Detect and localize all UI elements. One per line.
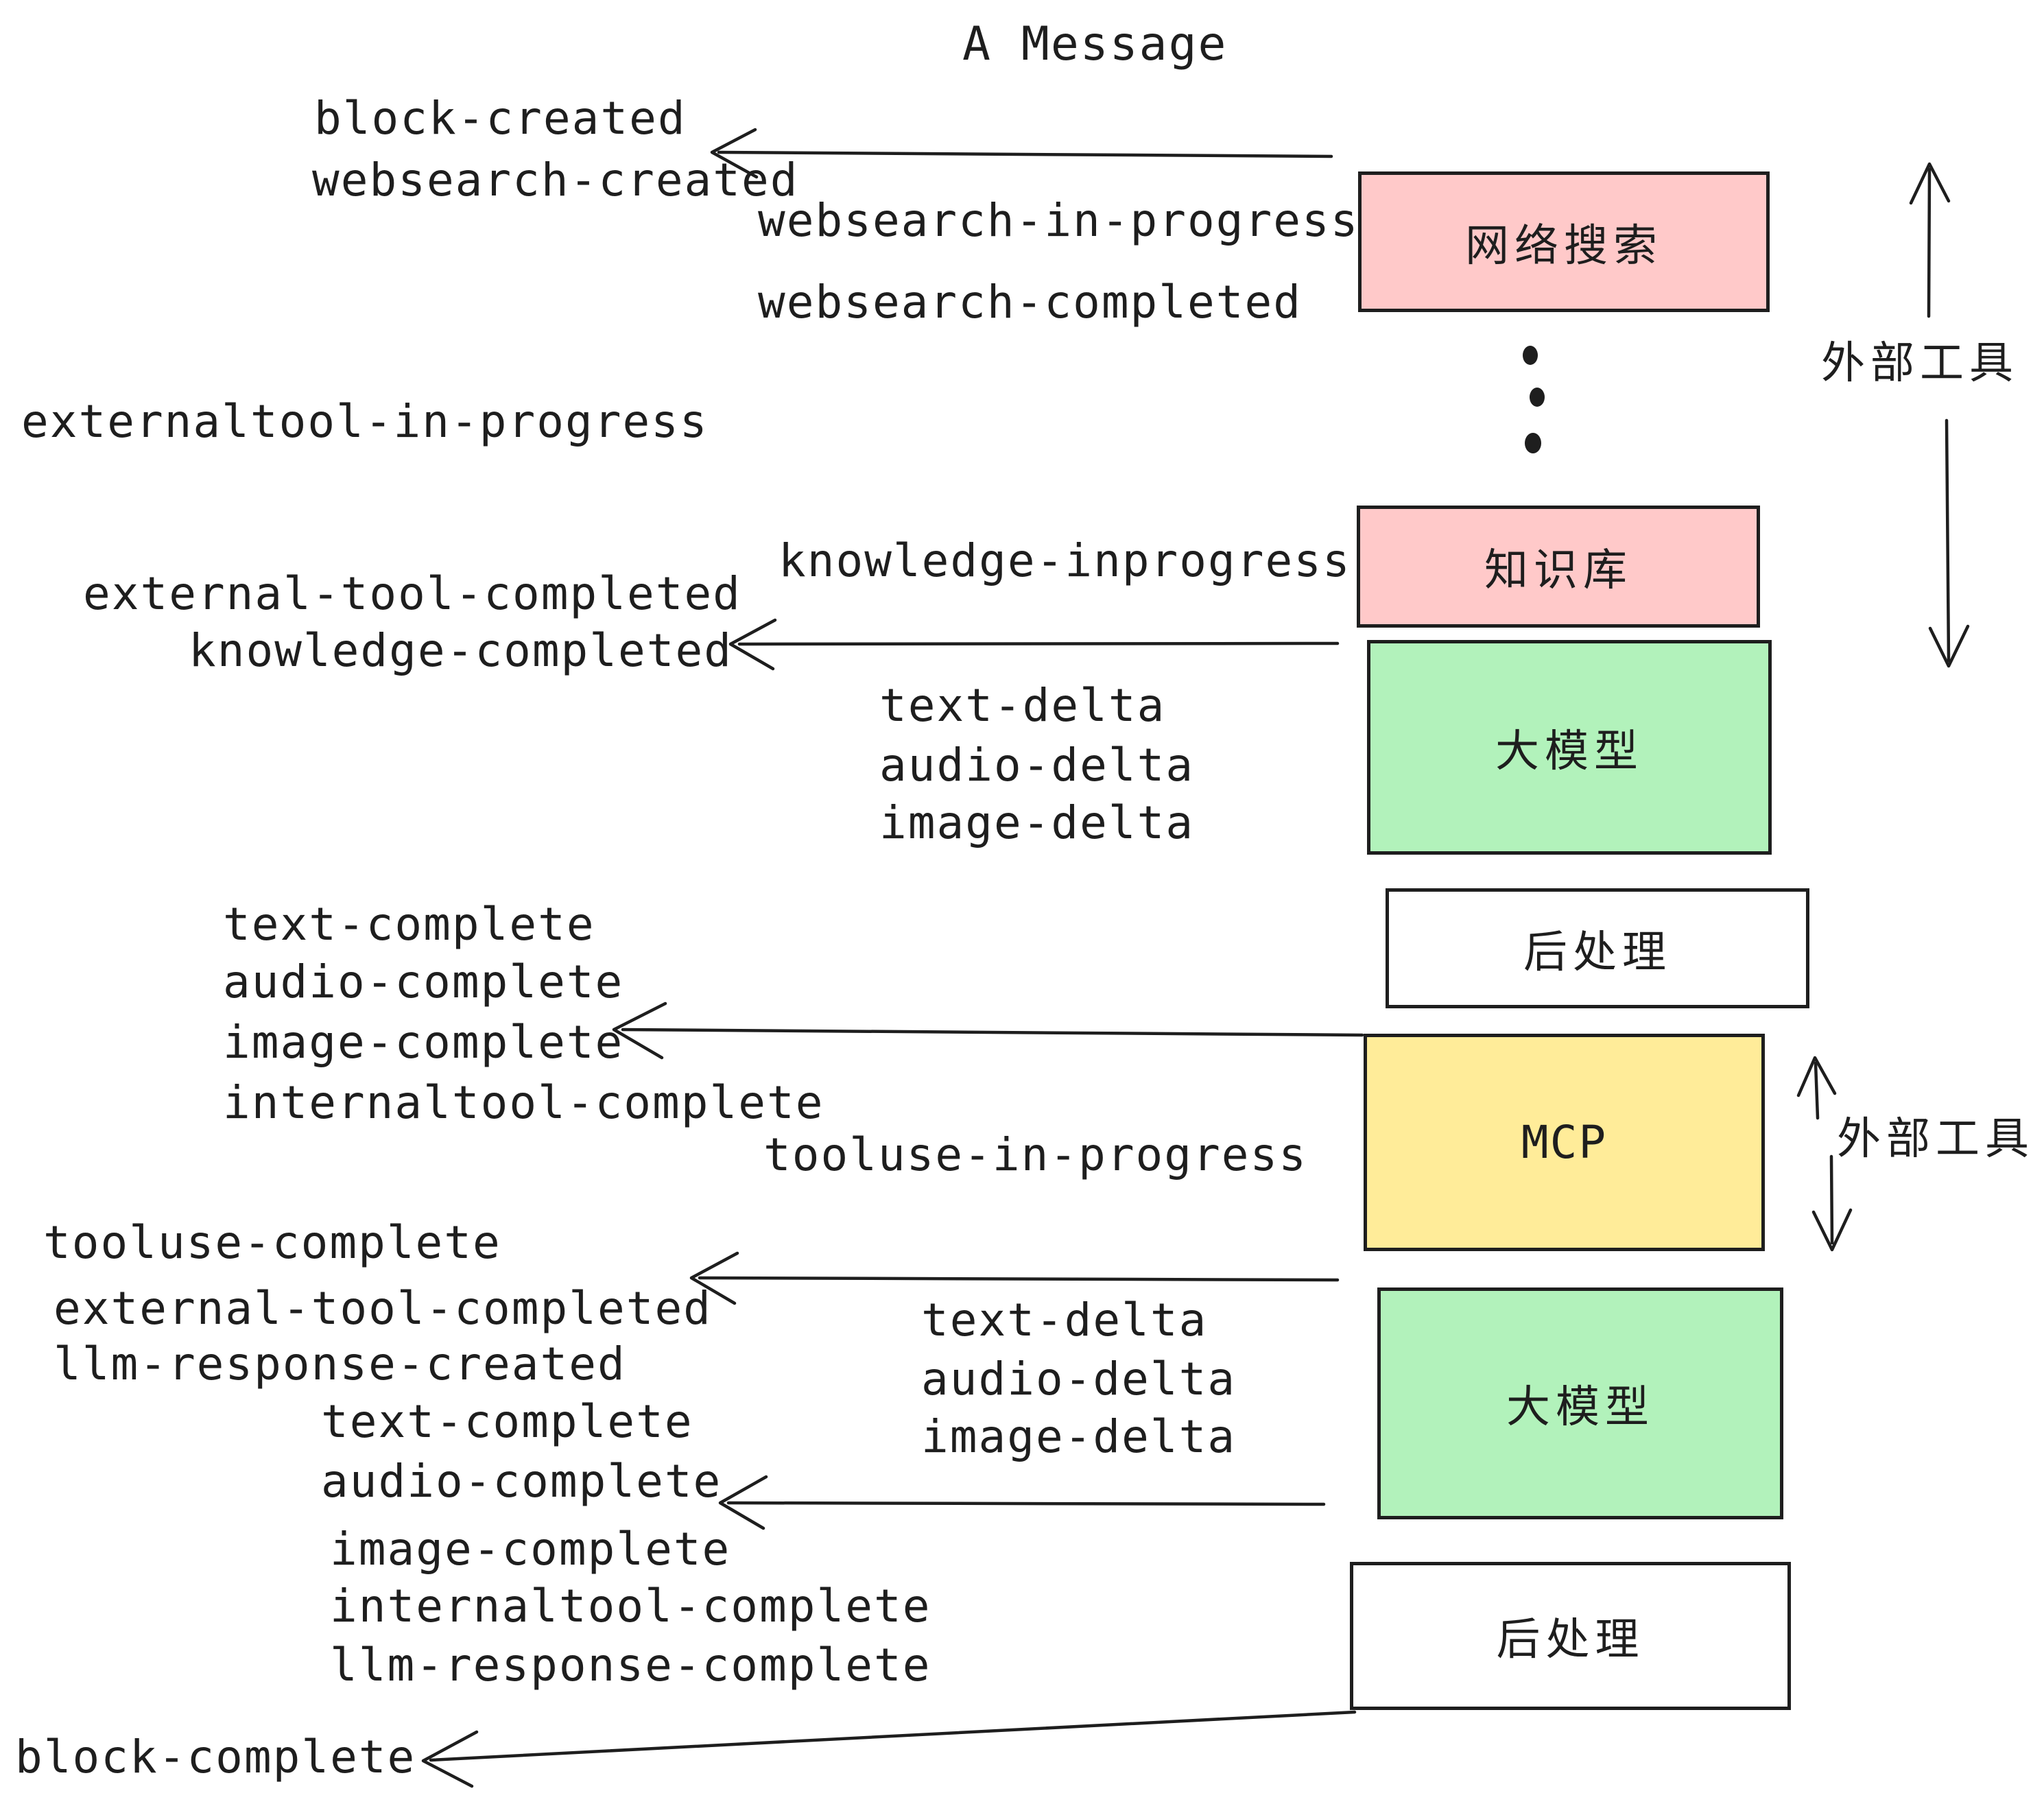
event-image-complete-2: image-complete [330,1523,731,1576]
node-mcp-label: MCP [1521,1116,1608,1169]
node-llm-1-label: 大模型 [1495,726,1643,777]
event-block-created: block-created [314,92,687,145]
arrow-to-audio-complete [718,1475,1326,1530]
node-postprocess-1-label: 后处理 [1523,927,1672,978]
event-audio-complete-1: audio-complete [223,956,624,1008]
arrow-to-block-created [710,128,1333,179]
node-postprocess-2: 后处理 [1350,1562,1791,1710]
external-tools-up-arrow-1 [1909,162,1951,318]
event-external-tool-completed-2: external-tool-completed [54,1282,712,1335]
event-knowledge-inprogress: knowledge-inprogress [779,534,1351,587]
event-image-delta-1: image-delta [879,796,1195,849]
event-image-complete-1: image-complete [223,1016,624,1069]
node-knowledge-label: 知识库 [1484,545,1632,596]
event-internaltool-complete-2: internaltool-complete [330,1580,931,1633]
node-websearch: 网络搜索 [1358,171,1770,312]
diagram-title: A Message [962,17,1228,71]
event-block-complete: block-complete [15,1731,416,1783]
node-websearch-label: 网络搜索 [1465,220,1663,272]
ellipsis-dots [1523,346,1545,453]
external-tools-down-arrow-2 [1811,1154,1853,1252]
external-tools-label-top: 外部工具 [1821,338,2019,389]
event-audio-complete-2: audio-complete [321,1455,722,1508]
node-llm-2: 大模型 [1377,1287,1783,1519]
event-tooluse-complete: tooluse-complete [43,1216,501,1269]
external-tools-up-arrow-2 [1796,1056,1837,1120]
node-postprocess-1: 后处理 [1386,888,1809,1008]
external-tools-label-middle: 外部工具 [1837,1114,2034,1165]
arrow-to-image-complete [612,1001,1364,1060]
event-text-complete-1: text-complete [223,898,595,951]
event-llm-response-created: llm-response-created [54,1338,626,1390]
arrow-to-block-complete [421,1710,1357,1788]
event-websearch-created: websearch-created [312,154,799,206]
node-postprocess-2-label: 后处理 [1496,1615,1645,1665]
external-tools-down-arrow-1 [1928,418,1970,668]
event-internaltool-complete-1: internaltool-complete [223,1076,824,1129]
node-llm-1: 大模型 [1367,640,1772,855]
arrow-to-knowledge-completed [728,618,1340,671]
event-image-delta-2: image-delta [921,1410,1237,1463]
event-text-delta-2: text-delta [921,1294,1208,1346]
node-knowledge: 知识库 [1357,506,1760,628]
event-text-complete-2: text-complete [321,1395,693,1448]
event-websearch-completed: websearch-completed [758,276,1302,329]
event-external-tool-completed-1: external-tool-completed [83,567,741,620]
event-knowledge-completed: knowledge-completed [189,624,733,677]
event-tooluse-in-progress: tooluse-in-progress [763,1128,1307,1181]
node-llm-2-label: 大模型 [1506,1382,1654,1433]
event-externaltool-in-progress: externaltool-in-progress [21,395,709,448]
event-audio-delta-1: audio-delta [879,739,1195,792]
node-mcp: MCP [1364,1034,1765,1251]
event-websearch-in-progress: websearch-in-progress [758,194,1359,247]
event-audio-delta-2: audio-delta [921,1353,1237,1405]
event-text-delta-1: text-delta [879,679,1166,732]
event-llm-response-complete: llm-response-complete [330,1639,931,1692]
